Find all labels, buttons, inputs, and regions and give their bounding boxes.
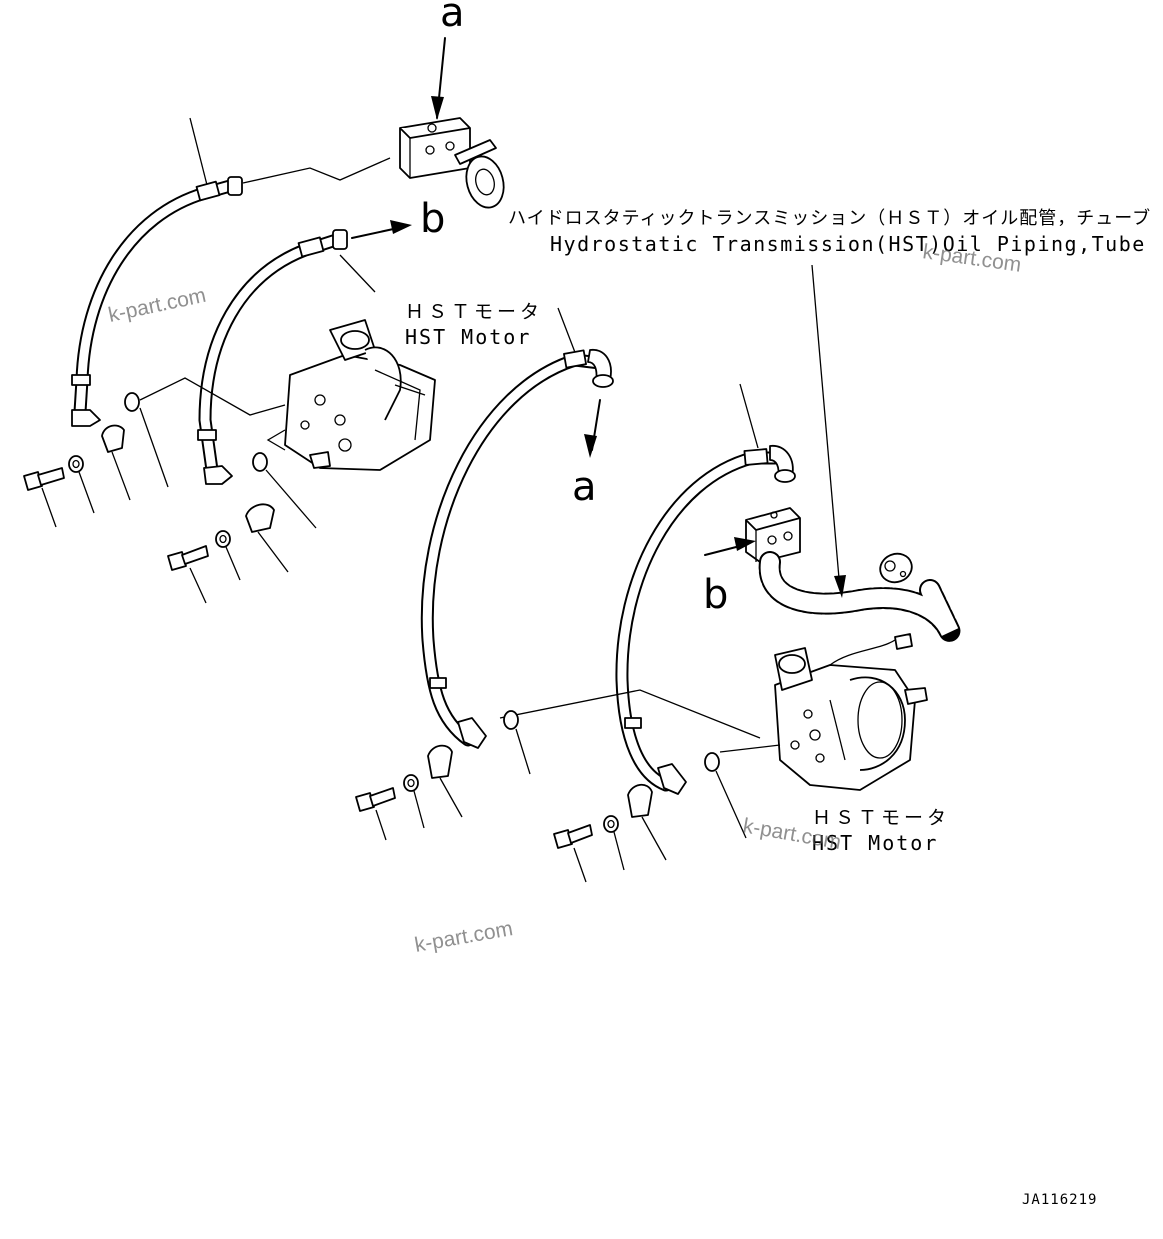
- hose-left-1[interactable]: [71, 176, 243, 427]
- o-ring[interactable]: [124, 392, 140, 412]
- drawing-code: JA116219: [1022, 1192, 1097, 1208]
- ref-b-lower: b: [703, 572, 728, 618]
- leader-line: [189, 117, 208, 186]
- leader-line: [641, 816, 667, 861]
- leader-line: [375, 809, 387, 841]
- title-en: Hydrostatic Transmission(HST)Oil Piping,…: [550, 232, 1146, 256]
- arrow-head: [390, 220, 412, 234]
- title-jp: ハイドロスタティックトランスミッション（ＨＳＴ）オイル配管，チューブ: [508, 207, 1151, 229]
- ref-a-upper: a: [440, 0, 465, 36]
- leader-line: [499, 689, 761, 739]
- leader-line: [189, 567, 207, 604]
- leader-line: [515, 728, 531, 775]
- hose-left-2[interactable]: [197, 229, 348, 485]
- hst-tube[interactable]: [758, 549, 961, 638]
- o-ring[interactable]: [503, 710, 519, 730]
- leader-line: [557, 307, 577, 356]
- hst-motor-right[interactable]: [774, 633, 928, 791]
- leader-line: [242, 157, 391, 184]
- leader-line: [439, 777, 463, 818]
- leader-line: [715, 770, 747, 839]
- leader-line: [719, 744, 781, 753]
- leader-line: [41, 487, 57, 528]
- motor-label-jp-right: ＨＳＴモータ: [812, 807, 950, 829]
- leader-line: [339, 254, 376, 293]
- motor-label-jp-left: ＨＳＴモータ: [405, 301, 543, 323]
- motor-label-en-left: HST Motor: [405, 325, 531, 349]
- ref-b-upper: b: [420, 196, 445, 242]
- washer[interactable]: [403, 774, 419, 792]
- leader-line: [139, 407, 169, 488]
- washer[interactable]: [215, 530, 231, 548]
- watermark: k-part.com: [413, 917, 515, 957]
- leader-line: [573, 847, 587, 883]
- ref-a-lower: a: [572, 464, 597, 510]
- manifold-block-lower[interactable]: [745, 507, 801, 563]
- split-flange[interactable]: [101, 424, 125, 453]
- hose-mid-2[interactable]: [615, 445, 796, 795]
- washer[interactable]: [603, 815, 619, 833]
- split-flange[interactable]: [627, 783, 653, 818]
- leader-line: [265, 469, 317, 529]
- arrow-head: [584, 434, 597, 458]
- bolt[interactable]: [23, 467, 65, 491]
- split-flange[interactable]: [245, 503, 275, 533]
- arrow-head: [431, 96, 444, 120]
- bolt[interactable]: [167, 545, 209, 571]
- bolt[interactable]: [553, 824, 593, 849]
- leader-line: [413, 790, 425, 829]
- leader-line: [111, 451, 131, 501]
- leader-line: [811, 264, 841, 591]
- hst-motor-left[interactable]: [266, 319, 436, 471]
- manifold-block-upper[interactable]: [399, 117, 509, 212]
- leader-line: [139, 377, 286, 416]
- arrow-head: [834, 575, 846, 598]
- leader-line: [613, 831, 625, 871]
- arrow-head: [734, 537, 756, 551]
- bolt[interactable]: [355, 787, 396, 812]
- o-ring[interactable]: [704, 752, 720, 772]
- leader-line: [257, 531, 289, 573]
- motor-label-en-right: HST Motor: [812, 831, 938, 855]
- o-ring[interactable]: [252, 452, 268, 472]
- split-flange[interactable]: [427, 744, 453, 779]
- arrow-b-upper: [351, 227, 399, 239]
- hose-mid-1[interactable]: [420, 349, 614, 749]
- watermark: k-part.com: [106, 284, 208, 327]
- leader-line: [78, 471, 95, 514]
- leader-line: [225, 546, 241, 581]
- leader-line: [739, 383, 759, 449]
- washer[interactable]: [68, 455, 84, 473]
